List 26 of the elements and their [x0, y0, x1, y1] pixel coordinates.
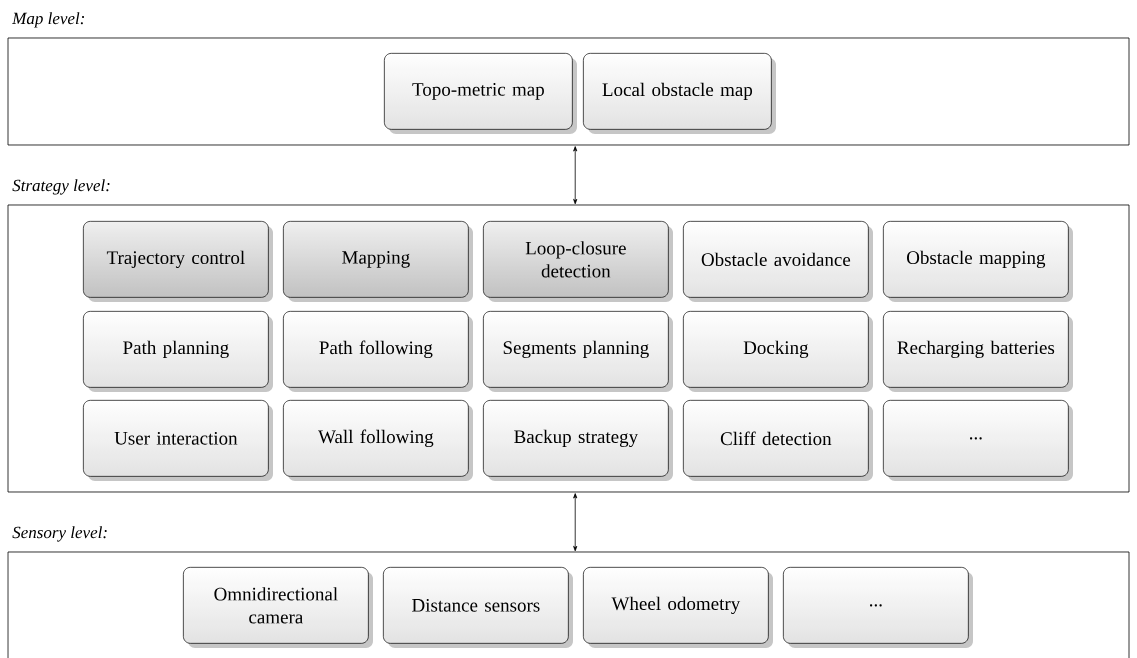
level-heading: Map level:: [12, 12, 85, 28]
module-box: Path following: [283, 311, 473, 392]
arrow: [573, 146, 578, 205]
level-heading: Strategy level:: [12, 179, 110, 195]
module-box: Local obstacle map: [583, 53, 776, 134]
module-box: Backup strategy: [483, 400, 673, 481]
module-box: Obstacle mapping: [883, 221, 1073, 302]
module-box: Topo-metric map: [384, 53, 577, 134]
module-box: Distance sensors: [383, 567, 573, 648]
module-box: Obstacle avoidance: [683, 221, 873, 302]
arrow: [573, 493, 578, 552]
module-box: Docking: [683, 311, 873, 392]
module-box: User interaction: [83, 400, 273, 481]
module-box: Path planning: [83, 311, 273, 392]
module-box: Recharging batteries: [883, 311, 1073, 392]
module-box: Wall following: [283, 400, 473, 481]
module-box: ...: [883, 400, 1073, 481]
module-box: Mapping: [283, 221, 473, 302]
level-heading: Sensory level:: [12, 526, 107, 542]
module-box: Cliff detection: [683, 400, 873, 481]
module-box: Wheel odometry: [583, 567, 773, 648]
module-box: ...: [783, 567, 973, 648]
module-box: Segments planning: [483, 311, 673, 392]
module-box: Omnidirectional camera: [183, 567, 373, 648]
module-box: Trajectory control: [83, 221, 273, 302]
module-box: Loop-closure detection: [483, 221, 673, 302]
